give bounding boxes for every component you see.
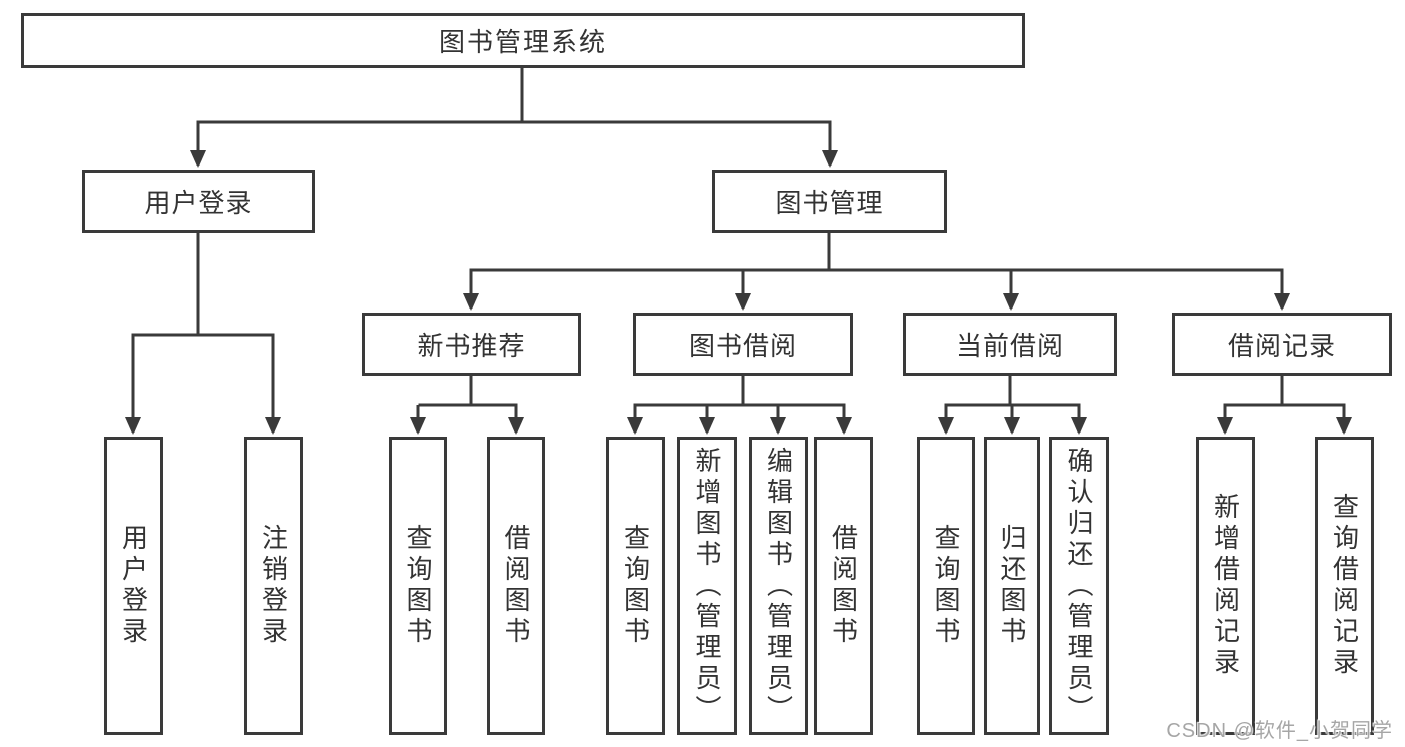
leaf-return-books: 归还图书 xyxy=(984,437,1040,735)
leaf-add-borrow-record: 新增借阅记录 xyxy=(1196,437,1255,735)
node-user-login: 用户登录 xyxy=(82,170,315,233)
leaf-edit-books-admin: 编辑图书（管理员） xyxy=(749,437,808,735)
leaf-user-login: 用户登录 xyxy=(104,437,163,735)
node-current-borrowing: 当前借阅 xyxy=(903,313,1117,376)
node-new-book-recommendation: 新书推荐 xyxy=(362,313,581,376)
leaf-confirm-return-admin: 确认归还（管理员） xyxy=(1049,437,1109,735)
leaf-add-books-admin: 新增图书（管理员） xyxy=(677,437,737,735)
node-borrowing-records: 借阅记录 xyxy=(1172,313,1392,376)
node-library-management-system: 图书管理系统 xyxy=(21,13,1025,68)
leaf-query-books-current: 查询图书 xyxy=(917,437,975,735)
leaf-logout: 注销登录 xyxy=(244,437,303,735)
leaf-borrow-books: 借阅图书 xyxy=(814,437,873,735)
leaf-query-books-borrowing: 查询图书 xyxy=(606,437,665,735)
csdn-watermark: CSDN @软件_小贺同学 xyxy=(1166,720,1393,742)
leaf-query-borrow-record: 查询借阅记录 xyxy=(1315,437,1374,735)
node-book-borrowing: 图书借阅 xyxy=(633,313,853,376)
leaf-query-books-recommend: 查询图书 xyxy=(389,437,447,735)
node-book-management: 图书管理 xyxy=(712,170,947,233)
leaf-borrow-books-recommend: 借阅图书 xyxy=(487,437,545,735)
